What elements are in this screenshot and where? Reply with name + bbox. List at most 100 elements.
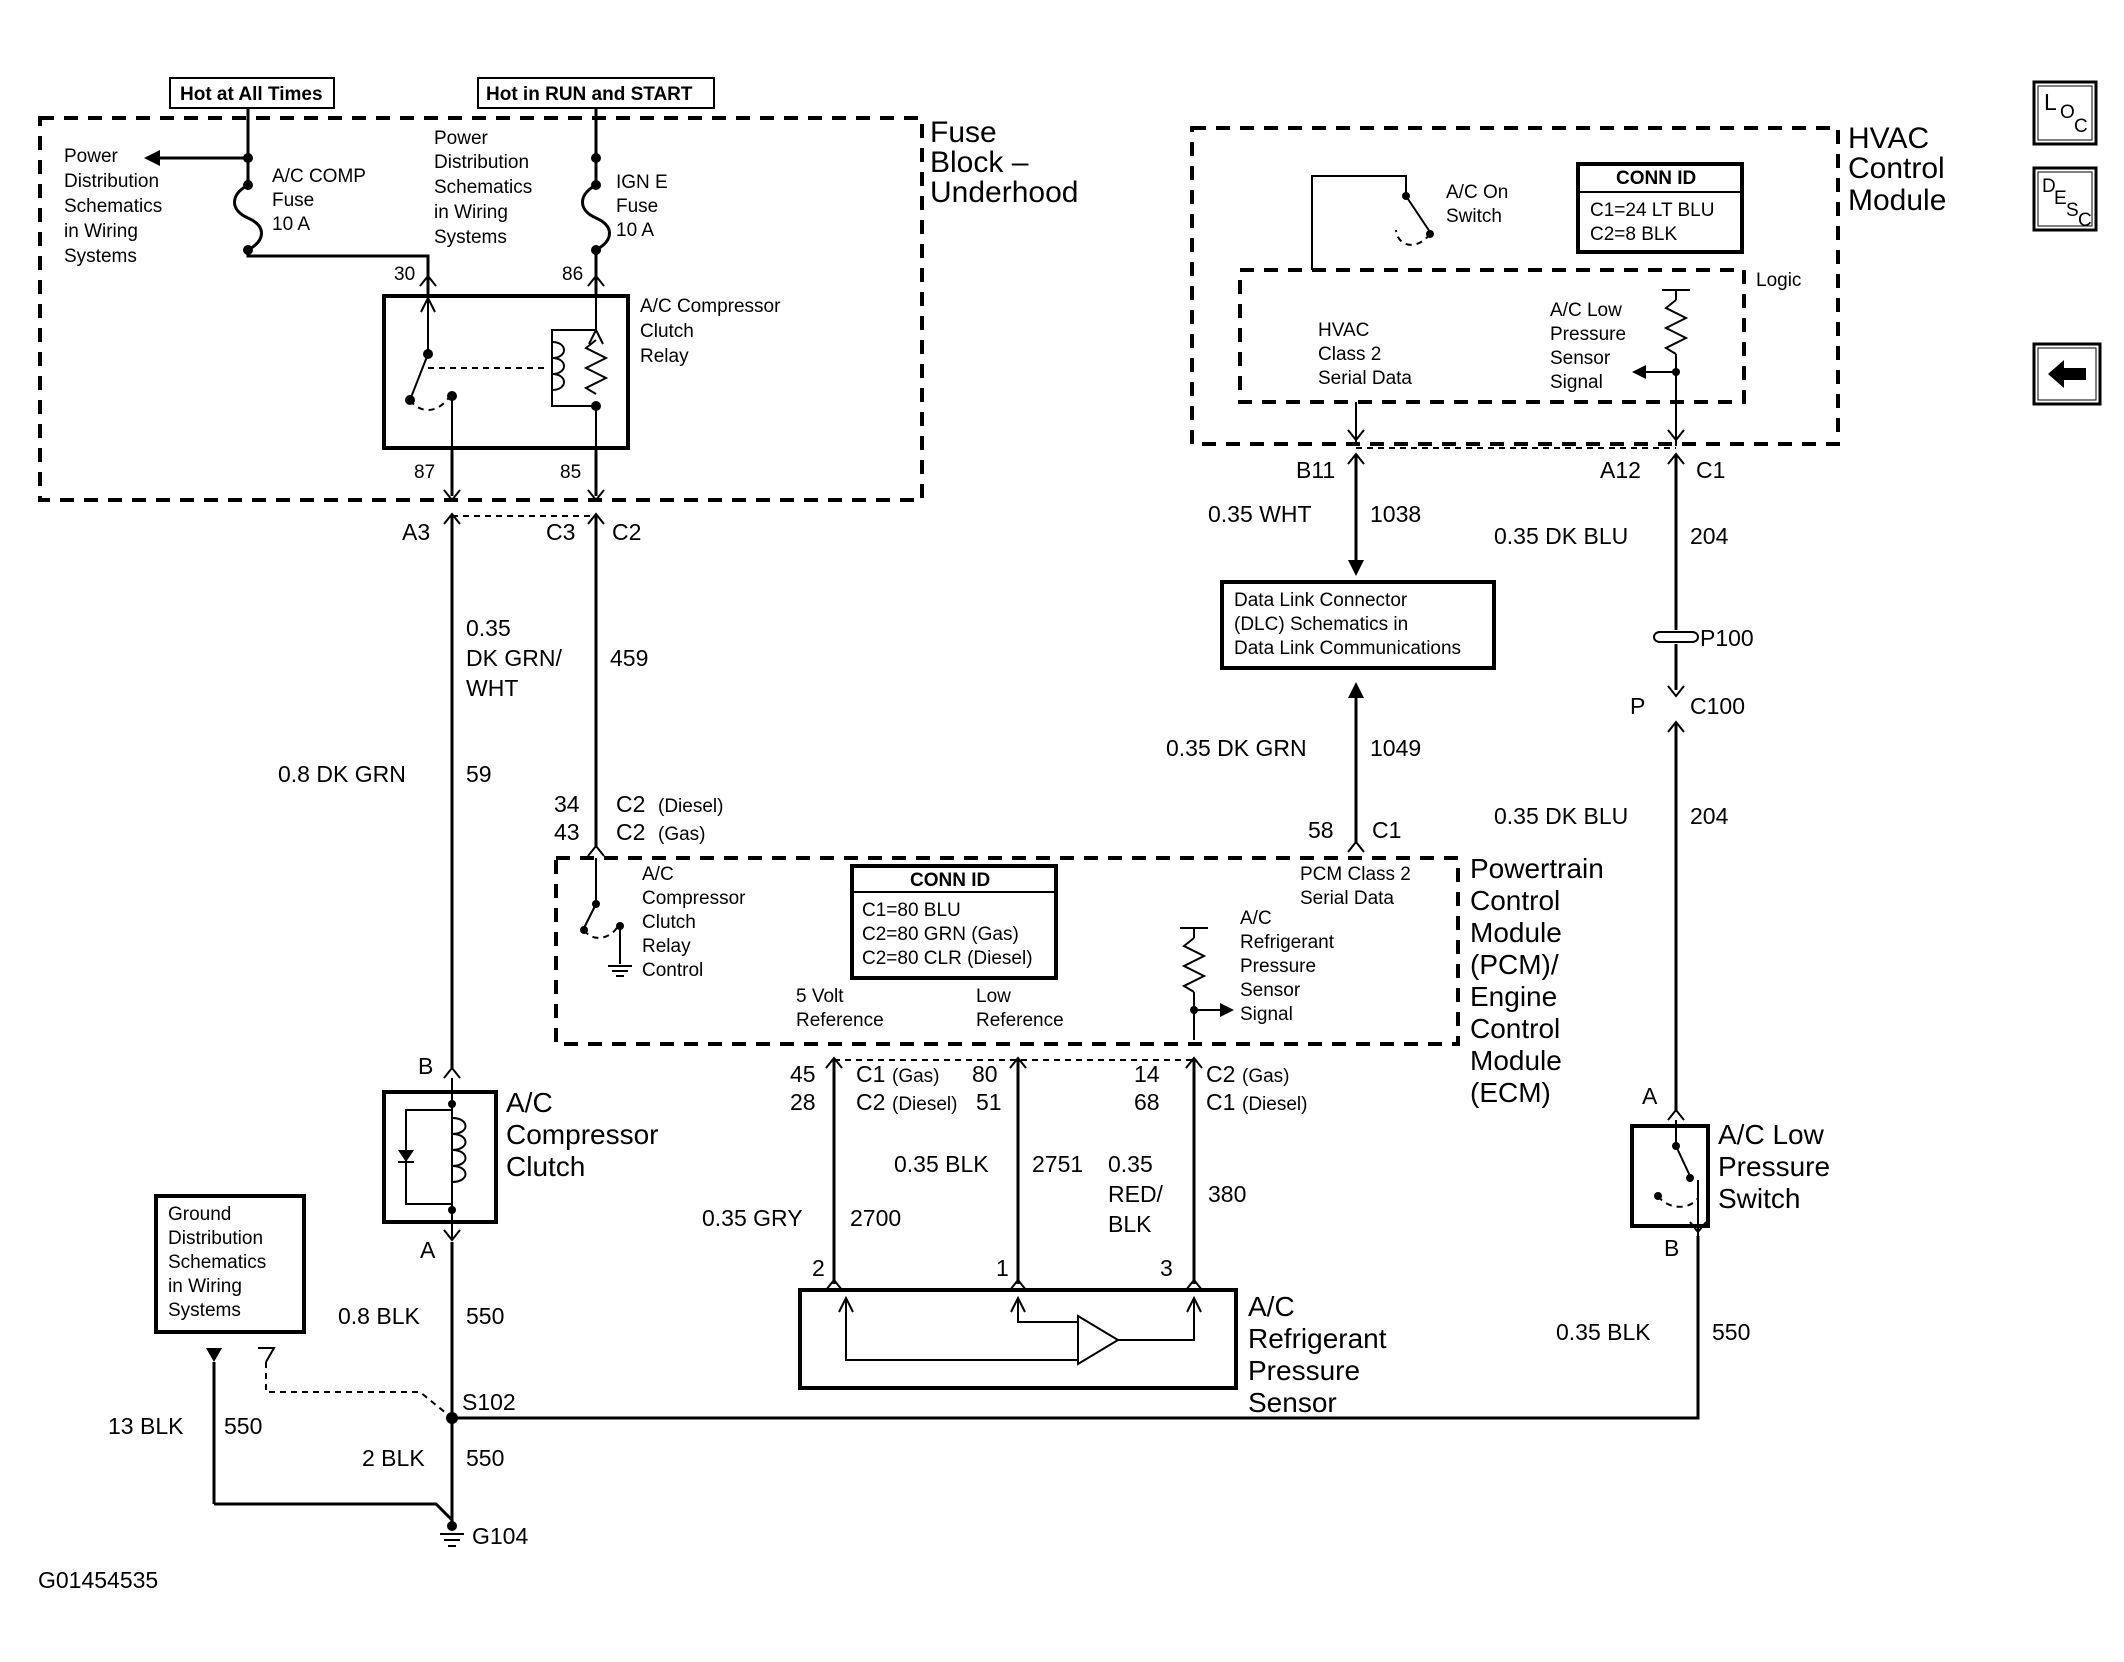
desc-letter-c: C — [2078, 210, 2092, 231]
circuit-1049: 1049 — [1370, 735, 1421, 761]
hot-at-all-times-box — [169, 77, 335, 109]
hvac-sensor-signal2: Pressure — [1550, 324, 1626, 345]
circuit-59: 59 — [466, 761, 492, 787]
inline-connector-p100: P100 — [1700, 625, 1754, 651]
connector-mark — [1009, 1278, 1027, 1291]
switch-arm — [1675, 1145, 1691, 1177]
pcm-title7: Module — [1470, 1045, 1562, 1076]
ground-box-line4: in Wiring — [168, 1276, 242, 1297]
sensor-section: 0.35 GRY 2700 0.35 BLK 2751 0.35 RED/ BL… — [702, 1060, 1387, 1418]
hvac-conn-id-row1: C1=24 LT BLU — [1590, 200, 1714, 221]
circuit-204-upper: 204 — [1690, 523, 1729, 549]
hvac-conn-id-box — [1576, 162, 1744, 254]
pcm-pullup-resistor — [1181, 937, 1207, 993]
gas-tag: (Gas) — [658, 824, 706, 845]
inline-connector — [1691, 631, 1699, 643]
sensor-arrow — [838, 1295, 854, 1313]
pd-arrow-left — [144, 150, 160, 166]
loc-letter-l: L — [2044, 89, 2057, 115]
sensor-label4: Sensor — [1248, 1387, 1337, 1418]
lp-switch-label1: A/C Low — [1718, 1119, 1825, 1150]
clutch-node — [448, 1206, 456, 1214]
relay-arrow — [588, 327, 604, 345]
wire-550-right-color: 0.35 BLK — [1556, 1319, 1651, 1345]
pd-right-line1: Power — [434, 128, 489, 149]
pd-left-line4: in Wiring — [64, 221, 138, 242]
clutch-pin-b: B — [418, 1053, 433, 1079]
wire-459-line1: 0.35 — [466, 615, 511, 641]
desc-letter-d: D — [2042, 176, 2056, 197]
diesel-tag: (Diesel) — [658, 796, 723, 817]
connector-mark — [419, 274, 437, 287]
sensor-pin-2: 2 — [812, 1255, 825, 1281]
dlc-arrow-up — [1348, 682, 1364, 698]
wire-59-color: 0.8 DK GRN — [278, 761, 406, 787]
hvac-conn-id-title: CONN ID — [1616, 168, 1696, 189]
relay-control-arm — [583, 903, 597, 929]
hvac-conn-id-row2: C2=8 BLK — [1590, 224, 1677, 245]
ac-comp-fuse-label3: 10 A — [272, 214, 310, 235]
connector-mark — [1667, 685, 1685, 698]
switch-contact — [1686, 1174, 1694, 1182]
fuse-block-title-line2: Block – — [930, 146, 1029, 179]
connector-mark — [443, 1066, 461, 1079]
inline-connector — [1653, 631, 1661, 643]
hvac-sensor-signal1: A/C Low — [1550, 300, 1622, 321]
pin-34: 34 — [554, 791, 580, 817]
back-button[interactable] — [2032, 342, 2102, 406]
figure-id: G01454535 — [38, 1567, 158, 1593]
sensor-amplifier — [1077, 1314, 1120, 1366]
circuit-2751: 2751 — [1032, 1151, 1083, 1177]
loc-button[interactable]: L O C — [2032, 80, 2098, 146]
dlc-arrow-down — [1348, 560, 1364, 576]
circuit-459: 459 — [610, 645, 648, 671]
wire-550-switch-return — [452, 1236, 1700, 1420]
relay-arrow — [420, 295, 436, 313]
connector-mark — [587, 489, 605, 502]
pcm-sensor-label1: A/C — [1240, 908, 1272, 929]
hvac-title2: Control — [1848, 152, 1945, 185]
pcm-title2: Control — [1470, 885, 1560, 916]
ac-comp-fuse-symbol — [233, 183, 263, 252]
pcm-title6: Control — [1470, 1013, 1560, 1044]
ac-on-switch-arm — [1405, 195, 1431, 233]
ac-on-switch-label1: A/C On — [1446, 182, 1508, 203]
dlc-line2: (DLC) Schematics in — [1234, 614, 1408, 635]
back-arrow-icon — [2048, 360, 2086, 388]
ground-node — [447, 1521, 457, 1531]
hvac-pullup-resistor — [1663, 299, 1689, 355]
pin-85: 85 — [560, 462, 581, 483]
ground-ref-dashed — [265, 1362, 453, 1419]
relay-control-label5: Control — [642, 960, 703, 981]
switch-link — [1657, 1195, 1699, 1208]
circuit-550-13blk: 550 — [224, 1413, 262, 1439]
pcm-title8: (ECM) — [1470, 1077, 1551, 1108]
loc-letter-c: C — [2074, 116, 2088, 137]
pcm-title1: Powertrain — [1470, 853, 1604, 884]
switch-contact — [616, 922, 624, 930]
lp-switch-label2: Pressure — [1718, 1151, 1830, 1182]
relay-control-label4: Relay — [642, 936, 691, 957]
relay-label2: Clutch — [640, 321, 694, 342]
desc-button[interactable]: D E S C — [2032, 166, 2098, 232]
switch-contact — [1402, 192, 1410, 200]
pcm-sensor-label4: Sensor — [1240, 980, 1301, 1001]
switch-contact — [1654, 1192, 1662, 1200]
lp-switch-label3: Switch — [1718, 1183, 1800, 1214]
switch-link — [1395, 229, 1431, 246]
circuit-550-right: 550 — [1712, 1319, 1750, 1345]
connector-mark — [1185, 1278, 1203, 1291]
pd-right-line3: Schematics — [434, 177, 532, 198]
pin-51: 51 — [976, 1089, 1002, 1115]
pin-28: 28 — [790, 1089, 816, 1115]
desc-letter-s: S — [2066, 200, 2079, 221]
relay-resistor-symbol — [583, 339, 609, 395]
relay-control-label2: Compressor — [642, 888, 746, 909]
pd-left-line3: Schematics — [64, 196, 162, 217]
connector-mark — [1667, 1108, 1685, 1121]
pcm-title3: Module — [1470, 917, 1562, 948]
pcm-sensor-label3: Pressure — [1240, 956, 1316, 977]
ground-distribution-box — [154, 1194, 306, 1334]
pin-68: 68 — [1134, 1089, 1160, 1115]
hvac-title1: HVAC — [1848, 122, 1929, 155]
